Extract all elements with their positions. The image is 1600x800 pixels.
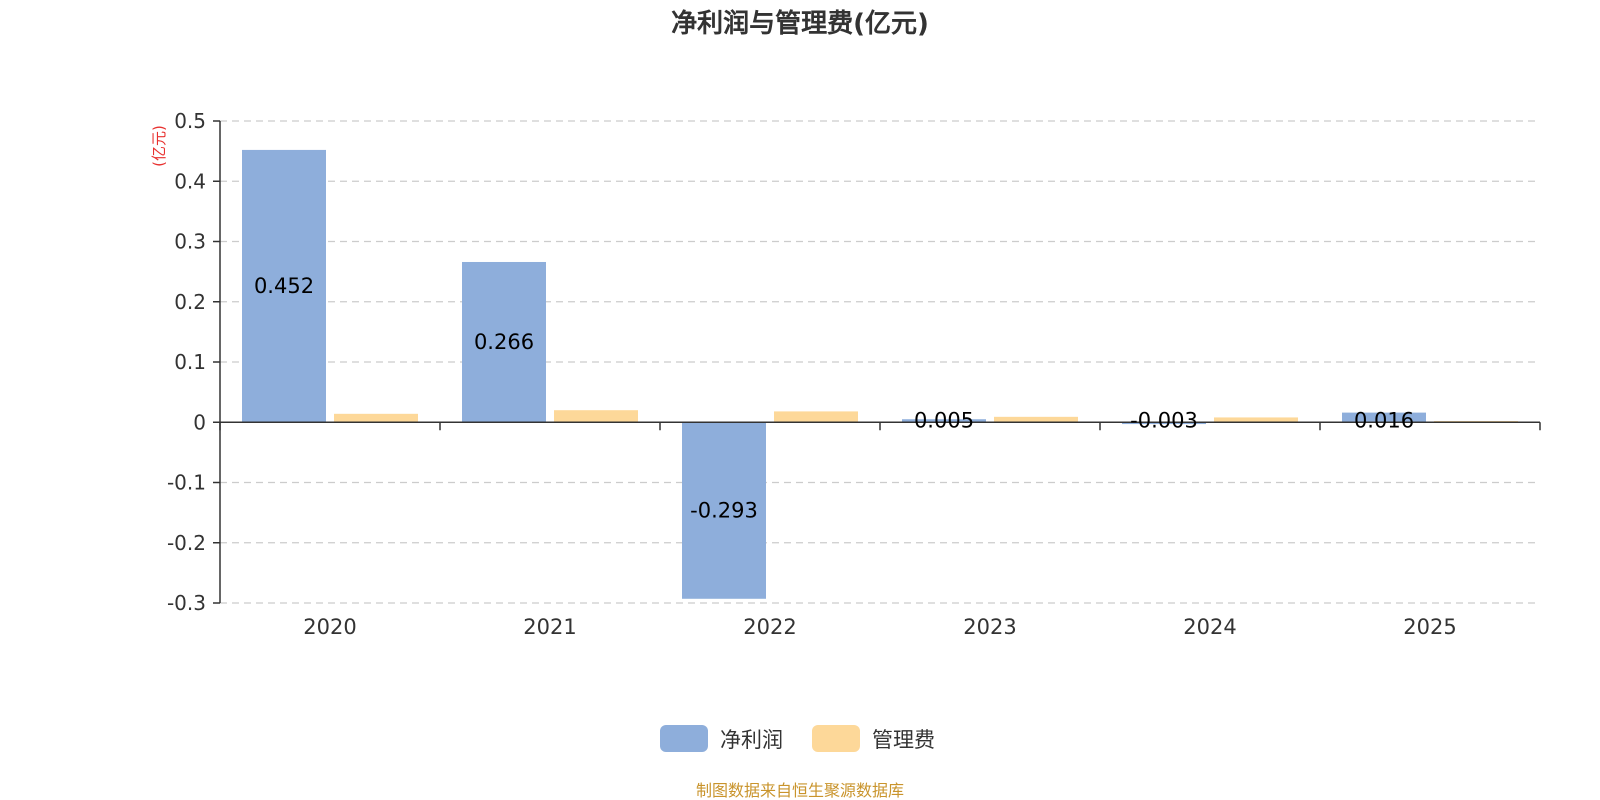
legend-item-net-profit[interactable]: 净利润 — [660, 725, 783, 752]
legend-label: 净利润 — [720, 728, 783, 752]
x-tick-label: 2021 — [523, 615, 576, 639]
data-label: 0.016 — [1354, 408, 1414, 432]
x-tick-label: 2025 — [1403, 615, 1456, 639]
data-labels: 0.452 0.266 -0.293 0.005 -0.003 0.016 — [254, 274, 1414, 522]
gridlines — [220, 120, 1540, 604]
bar-net-profit-2025 — [1342, 412, 1426, 423]
y-tick-label: 0.1 — [174, 350, 206, 374]
bar-net-profit-2020 — [242, 149, 326, 423]
bar-admin-fee-2024 — [1214, 417, 1298, 423]
legend-label: 管理费 — [872, 728, 935, 752]
chart-title: 净利润与管理费(亿元) — [671, 8, 929, 39]
y-tick-label: 0 — [193, 410, 206, 434]
x-tick-label: 2023 — [963, 615, 1016, 639]
bar-net-profit-2021 — [462, 261, 546, 423]
legend-swatch — [812, 725, 860, 752]
data-label: 0.266 — [474, 330, 534, 354]
x-tick-label: 2024 — [1183, 615, 1236, 639]
source-note: 制图数据来自恒生聚源数据库 — [696, 781, 904, 800]
bar-admin-fee-2022 — [774, 411, 858, 423]
bar-net-profit-2024 — [1122, 422, 1206, 425]
axes — [219, 121, 1541, 603]
y-tick-label: 0.4 — [174, 169, 206, 193]
legend-item-admin-fee[interactable]: 管理费 — [812, 725, 935, 752]
x-tick-label: 2022 — [743, 615, 796, 639]
x-axis-ticks: 2020 2021 2022 2023 2024 2025 — [303, 615, 1456, 639]
bars — [242, 149, 1518, 599]
y-tick-label: 0.2 — [174, 290, 206, 314]
y-tick-label: 0.3 — [174, 230, 206, 254]
y-tick-label: -0.1 — [167, 471, 206, 495]
bar-net-profit-2023 — [902, 419, 986, 423]
data-label: -0.293 — [690, 499, 758, 523]
data-label: 0.452 — [254, 274, 314, 298]
y-axis-unit-label: (亿元) — [150, 125, 168, 167]
y-tick-label: 0.5 — [174, 109, 206, 133]
y-axis-ticks: 0.5 0.4 0.3 0.2 0.1 0 -0.1 -0.2 -0.3 — [167, 109, 220, 615]
y-tick-label: -0.3 — [167, 591, 206, 615]
x-tick-label: 2020 — [303, 615, 356, 639]
data-label: 0.005 — [914, 408, 974, 432]
legend[interactable]: 净利润 管理费 — [660, 725, 935, 752]
y-tick-label: -0.2 — [167, 531, 206, 555]
legend-swatch — [660, 725, 708, 752]
bar-admin-fee-2023 — [994, 416, 1078, 423]
bar-net-profit-2022 — [682, 422, 766, 599]
bar-admin-fee-2020 — [334, 413, 418, 423]
data-label: -0.003 — [1130, 408, 1198, 432]
bar-admin-fee-2021 — [554, 410, 638, 423]
